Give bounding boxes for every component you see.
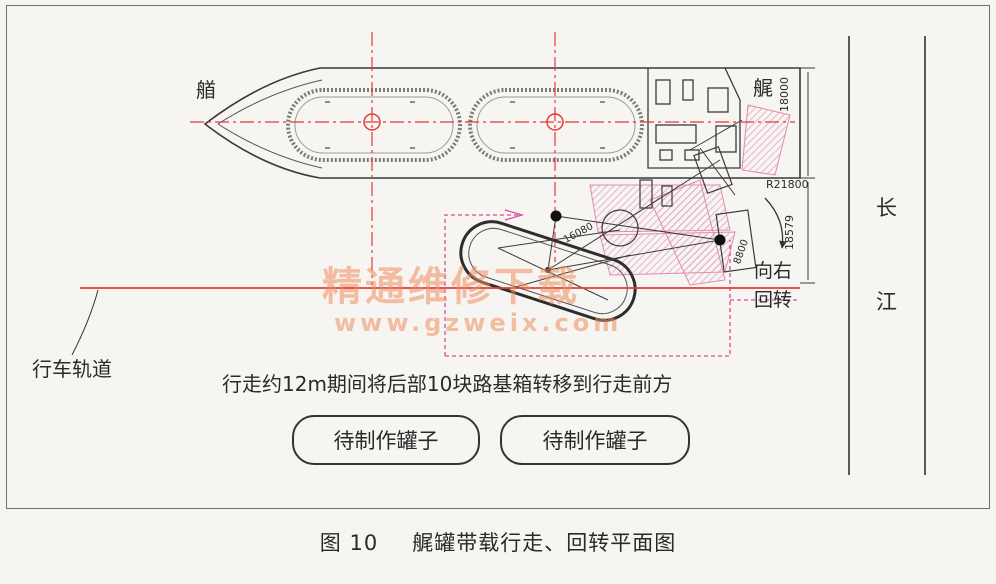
anchor-point-left — [550, 210, 562, 222]
centerlines — [190, 32, 795, 285]
bow-label: 艏 — [196, 78, 216, 102]
pivot-marker-forward — [363, 113, 381, 131]
transporter-center — [545, 267, 551, 273]
figure-title: 艉罐带载行走、回转平面图 — [412, 531, 677, 555]
procedure-note: 行走约12m期间将后部10块路基箱转移到行走前方 — [222, 372, 673, 396]
river-label-top: 长 — [876, 196, 897, 220]
pending-tank-box-2: 待制作罐子 — [500, 415, 690, 465]
ship-bow-inner — [217, 79, 323, 169]
dim-18579: 18579 — [783, 215, 796, 250]
track-leader-line — [71, 289, 99, 356]
stern-superstructure — [647, 67, 741, 169]
cargo-hatch-aft — [468, 88, 644, 162]
watermark-text: 精通维修下载 — [322, 264, 580, 310]
cargo-hatch-forward — [286, 88, 462, 162]
dim-18000: 18000 — [778, 77, 791, 112]
transporter — [459, 220, 637, 322]
figure-caption: 图 10 艉罐带载行走、回转平面图 — [0, 512, 996, 572]
track-label: 行车轨道 — [32, 357, 112, 381]
pivot-marker-aft — [546, 113, 564, 131]
pending-tank-box-1: 待制作罐子 — [292, 415, 480, 465]
figure-number: 图 10 — [319, 531, 379, 555]
dim-r21800: R21800 — [766, 178, 809, 191]
watermark-url: www.gzweix.com — [334, 309, 623, 337]
turn-label-line2: 回转 — [754, 289, 793, 311]
rotation-arrow — [764, 197, 787, 249]
anchor-point-right — [714, 234, 726, 246]
turn-label-line1: 向右 — [754, 260, 793, 282]
stern-label: 艉 — [753, 76, 773, 100]
ship-plan-diagram — [71, 32, 926, 475]
travel-path — [444, 214, 800, 357]
river-label-bottom: 江 — [876, 290, 897, 314]
